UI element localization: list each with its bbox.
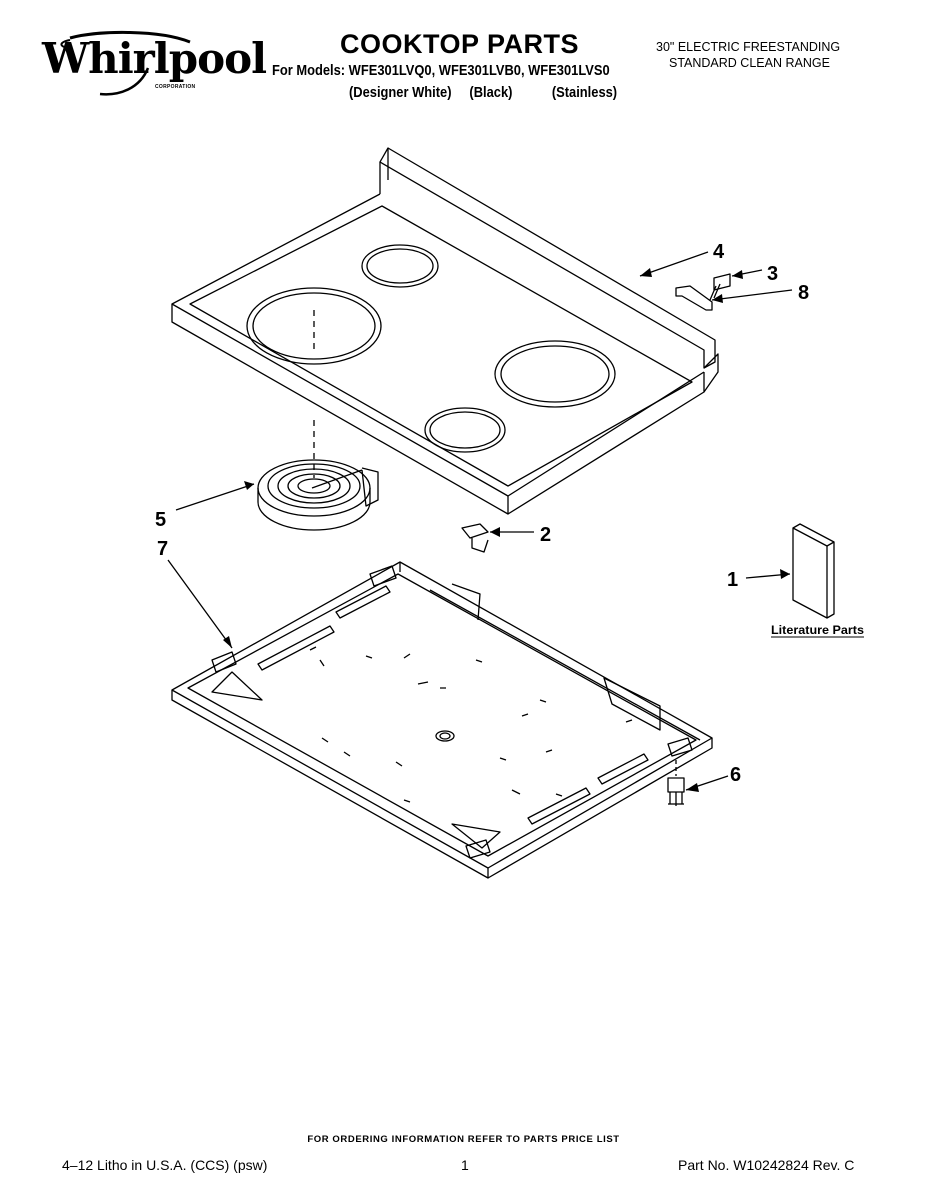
logo-wordmark: Whirlpool bbox=[42, 34, 267, 83]
part-number: Part No. W10242824 Rev. C bbox=[678, 1157, 855, 1173]
tray-screw bbox=[667, 760, 685, 806]
ordering-note: FOR ORDERING INFORMATION REFER TO PARTS … bbox=[307, 1134, 620, 1145]
callout-4: 4 bbox=[713, 241, 725, 263]
burner-ring-rear-right bbox=[494, 340, 616, 408]
whirlpool-logo: Whirlpool CORPORATION bbox=[40, 28, 267, 98]
cooktop-support-tray bbox=[171, 561, 713, 879]
leader-8 bbox=[711, 289, 793, 301]
page-number: 1 bbox=[461, 1157, 469, 1173]
leader-4 bbox=[639, 251, 709, 277]
product-line-2: STANDARD CLEAN RANGE bbox=[669, 56, 830, 70]
product-line-1: 30" ELECTRIC FREESTANDING bbox=[656, 40, 841, 54]
page-title: COOKTOP PARTS bbox=[340, 29, 580, 59]
bracket-part bbox=[675, 285, 713, 311]
literature-parts-label: Literature Parts bbox=[771, 623, 864, 637]
literature-book bbox=[792, 523, 835, 619]
screw-part bbox=[709, 273, 731, 301]
logo-swirl bbox=[60, 30, 191, 96]
leader-7 bbox=[167, 559, 233, 649]
callout-3: 3 bbox=[767, 263, 778, 285]
callout-7: 7 bbox=[157, 538, 168, 560]
leader-5 bbox=[175, 483, 255, 511]
surface-element bbox=[257, 459, 379, 531]
burner-ring-rear-left bbox=[361, 244, 439, 288]
callout-1: 1 bbox=[727, 569, 738, 591]
burner-ring-front-left bbox=[246, 287, 382, 365]
clip-part bbox=[461, 523, 489, 553]
callout-5: 5 bbox=[155, 509, 166, 531]
litho-info: 4–12 Litho in U.S.A. (CCS) (psw) bbox=[62, 1157, 268, 1173]
burner-ring-front-right bbox=[424, 407, 506, 453]
models-line: For Models: WFE301LVQ0, WFE301LVB0, WFE3… bbox=[272, 62, 610, 79]
logo-corporation: CORPORATION bbox=[155, 84, 196, 90]
callout-8: 8 bbox=[798, 282, 809, 304]
callout-2: 2 bbox=[540, 524, 551, 546]
callout-6: 6 bbox=[730, 764, 741, 786]
cooktop-glass bbox=[171, 147, 719, 515]
finishes-line: (Designer White) (Black) (Stainless) bbox=[349, 84, 618, 101]
